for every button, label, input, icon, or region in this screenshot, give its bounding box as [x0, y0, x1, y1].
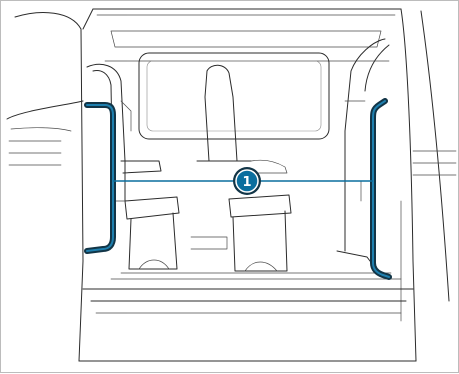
left-seat [87, 64, 179, 269]
left-grab-handle [87, 105, 113, 251]
rear-window [139, 53, 329, 139]
callout-number: 1 [242, 175, 251, 190]
ceiling-panel [97, 15, 395, 61]
right-seat [337, 39, 389, 273]
right-grab-handle [373, 101, 389, 277]
middle-seat [191, 65, 291, 271]
vehicle-body [7, 9, 456, 361]
floor [111, 273, 401, 279]
callout-badge: 1 [233, 167, 261, 195]
